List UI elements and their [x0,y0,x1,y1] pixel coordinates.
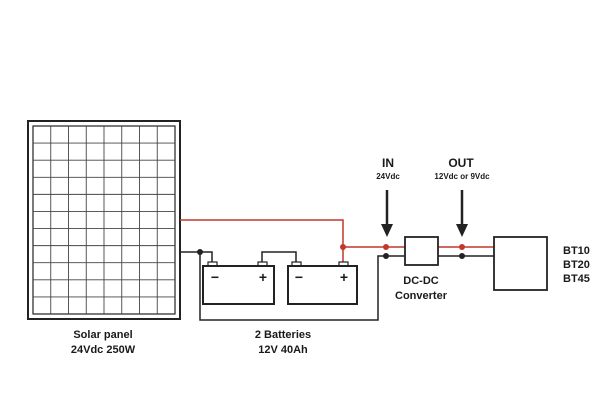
dc-dc-converter-box [404,236,439,266]
out-arrow-head [456,224,468,237]
battery-plus-label: + [259,269,267,285]
panel-positive-wire [180,219,405,248]
in-label: IN [382,156,394,170]
solar-panel-cells [33,126,175,314]
panel-to-battery1-negative-wire [180,251,213,266]
battery-1: − + [202,261,275,305]
battery-body [202,265,275,305]
battery-minus-label: − [295,269,303,285]
out-arrow [456,190,468,237]
positive-wires [180,219,494,266]
junction-dot [340,244,346,250]
junction-dot [383,253,389,259]
converter-label-line2: Converter [395,290,448,302]
out-voltage-label: 12Vdc or 9Vdc [434,172,490,181]
solar-panel-name-label: Solar panel [73,329,132,341]
battery-2: − + [287,261,358,305]
battery-minus-label: − [211,269,219,285]
junction-dot [383,244,389,250]
junction-dots [197,244,465,259]
device-box [493,236,548,291]
battery-plus-label: + [340,269,348,285]
solar-panel-spec-label: 24Vdc 250W [71,344,136,356]
batteries-name-label: 2 Batteries [255,329,311,341]
junction-dot [459,253,465,259]
device-model-label: BT20 [563,259,590,271]
in-voltage-label: 24Vdc [376,172,400,181]
device-model-label: BT45 [563,273,590,285]
battery-link-wire [261,251,297,266]
solar-panel [27,120,181,320]
junction-dot [197,249,203,255]
batteries-spec-label: 12V 40Ah [258,344,308,356]
battery-body [287,265,358,305]
converter-label-line1: DC-DC [403,275,438,287]
in-arrow-head [381,224,393,237]
out-label: OUT [448,156,474,170]
device-model-label: BT10 [563,245,590,257]
in-arrow [381,190,393,237]
junction-dot [459,244,465,250]
